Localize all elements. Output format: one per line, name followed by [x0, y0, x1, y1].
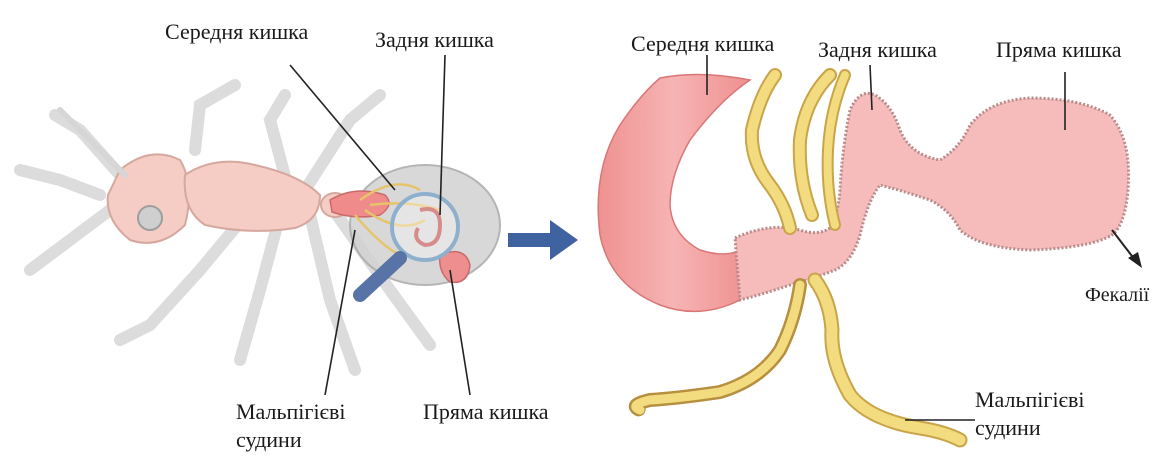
gut-detail	[598, 74, 1142, 440]
midgut	[598, 74, 750, 311]
tubule-lower-2-fill	[815, 280, 960, 440]
label-left-malpighian-2: судини	[236, 428, 302, 452]
feces-arrow	[1112, 230, 1135, 260]
label-right-malpighian-1: Мальпігієві	[975, 388, 1085, 412]
label-left-malpighian-1: Мальпігієві	[236, 400, 346, 424]
label-left-hindgut: Задня кишка	[375, 28, 494, 52]
zoom-arrow	[508, 220, 578, 260]
label-right-hindgut: Задня кишка	[818, 38, 937, 62]
ant-thorax	[185, 162, 320, 231]
label-right-rectum: Пряма кишка	[996, 38, 1122, 62]
ant-illustration	[20, 85, 500, 370]
tubule-upper-1-fill	[752, 75, 790, 228]
hindgut-chamber	[735, 93, 1129, 300]
label-right-malpighian-2: судини	[975, 416, 1041, 440]
label-left-midgut: Середня кишка	[165, 20, 308, 44]
label-right-feces: Фекалії	[1085, 283, 1149, 307]
ant-antenna	[60, 110, 125, 175]
label-right-midgut: Середня кишка	[631, 32, 774, 56]
ant-eye	[138, 206, 162, 230]
label-left-rectum: Пряма кишка	[423, 400, 549, 424]
magnifier-circle	[392, 194, 458, 260]
